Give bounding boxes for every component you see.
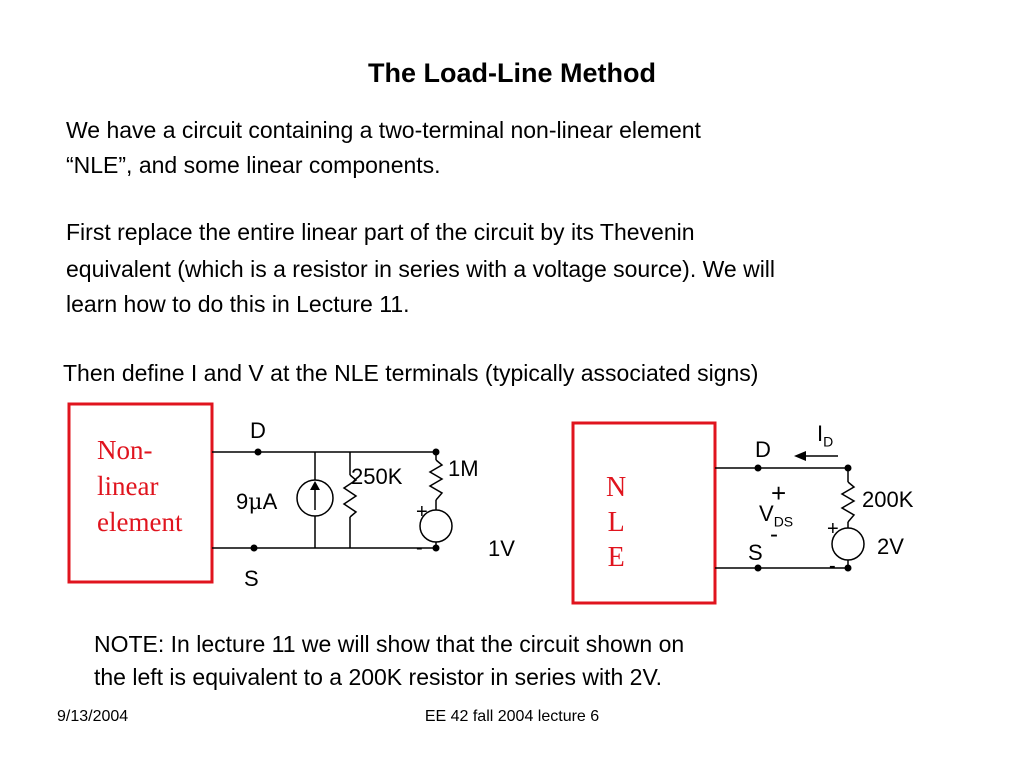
- nle-label-line: N: [606, 472, 627, 503]
- left-wires: [212, 451, 444, 549]
- note-line: NOTE: In lecture 11 we will show that th…: [94, 631, 685, 657]
- source-terminal-label-right: S: [748, 540, 763, 565]
- nle-box-right: [571, 421, 717, 605]
- minus-sign-right: -: [829, 555, 836, 577]
- slide-title: The Load-Line Method: [368, 58, 656, 88]
- voltage-source-1v-label: 1V: [488, 536, 515, 561]
- nle-box-label-left: Non- linear element: [97, 432, 182, 540]
- current-source-symbol: [296, 479, 334, 517]
- vds-label: VDS: [759, 501, 794, 530]
- current-source-value: 9μA: [236, 489, 278, 515]
- nle-label-line: Non-: [97, 435, 153, 465]
- plus-sign-right: +: [827, 518, 839, 540]
- plus-sign-vds: +: [771, 478, 787, 508]
- right-nodes: [754, 464, 852, 572]
- nle-label-line: L: [607, 507, 625, 538]
- drain-current-label: ID: [817, 421, 834, 450]
- right-wires: [715, 455, 856, 569]
- voltage-source-symbol-right: [831, 527, 865, 561]
- resistor-1m-label: 1M: [448, 456, 479, 481]
- voltage-source-symbol-left: [419, 509, 453, 543]
- note-line: the left is equivalent to a 200K resisto…: [94, 664, 663, 690]
- footer-date: 9/13/2004: [57, 708, 129, 725]
- voltage-source-2v-label: 2V: [877, 534, 904, 559]
- plus-sign-left: +: [416, 501, 428, 523]
- left-nodes: [250, 448, 440, 552]
- nle-box-label-right: N L E: [606, 470, 626, 575]
- resistor-250k-label: 250K: [351, 464, 403, 489]
- current-direction-icon: [794, 451, 806, 461]
- paragraph-line: First replace the entire linear part of …: [66, 219, 695, 245]
- nle-label-line: element: [97, 507, 183, 537]
- footer-course: EE 42 fall 2004 lecture 6: [424, 708, 600, 725]
- nle-box-left: [67, 402, 214, 584]
- paragraph-line: “NLE”, and some linear components.: [66, 152, 441, 178]
- drain-terminal-label-right: D: [755, 437, 771, 462]
- nle-label-line: E: [607, 542, 625, 573]
- resistor-200k-label: 200K: [862, 487, 914, 512]
- paragraph-line: equivalent (which is a resistor in serie…: [66, 256, 776, 282]
- paragraph-line: learn how to do this in Lecture 11.: [66, 291, 410, 317]
- paragraph-line: We have a circuit containing a two-termi…: [66, 117, 701, 143]
- drain-terminal-label-left: D: [250, 418, 266, 443]
- source-terminal-label-left: S: [244, 566, 259, 591]
- minus-sign-left: -: [416, 537, 423, 559]
- minus-sign-vds: -: [770, 521, 778, 548]
- nle-label-line: linear: [97, 471, 159, 501]
- paragraph-line: Then define I and V at the NLE terminals…: [63, 360, 759, 386]
- current-arrow-icon: [310, 481, 320, 490]
